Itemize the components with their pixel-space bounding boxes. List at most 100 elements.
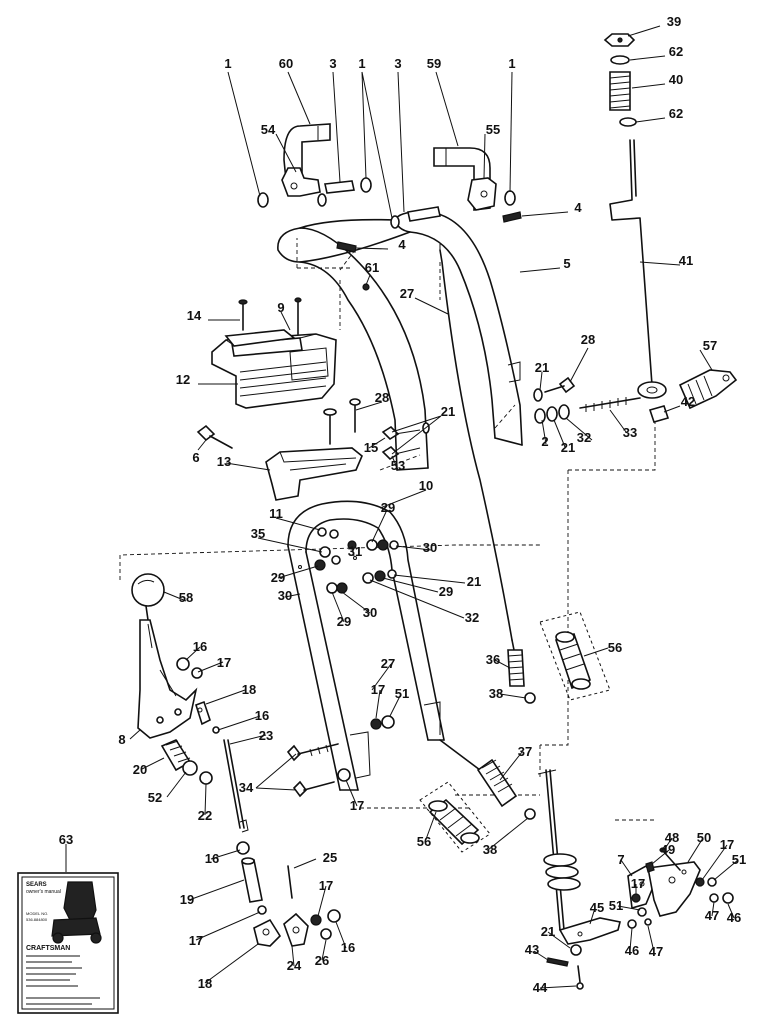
- washer-left-bracket: [317, 193, 327, 207]
- callout-61: 61: [365, 260, 379, 275]
- callout-53: 53: [391, 458, 405, 473]
- handle-grip-57: [678, 369, 738, 410]
- washer-1-right: [504, 190, 516, 206]
- callout-41: 41: [679, 253, 693, 268]
- washer-17-mid: [337, 768, 351, 782]
- spacer-3-left: [324, 180, 355, 194]
- spacer-3-right: [407, 206, 441, 222]
- callout-17: 17: [319, 878, 333, 893]
- callout-59: 59: [427, 56, 441, 71]
- callout-21: 21: [561, 440, 575, 455]
- callout-51: 51: [732, 852, 746, 867]
- manual-title: CRAFTSMAN: [26, 945, 70, 952]
- assembly-guide-lines: [119, 238, 656, 821]
- screw-4-upper: [502, 211, 522, 223]
- callout-29: 29: [381, 500, 395, 515]
- spring-coil-bottom: [543, 853, 581, 891]
- callout-1: 1: [224, 56, 231, 71]
- washer-21-upper: [533, 388, 543, 402]
- washer-21-lower: [570, 944, 582, 956]
- callout-17: 17: [217, 655, 231, 670]
- pin-43: [546, 957, 569, 967]
- callout-29: 29: [439, 584, 453, 599]
- callout-3: 3: [329, 56, 336, 71]
- callout-22: 22: [198, 808, 212, 823]
- callout-39: 39: [667, 14, 681, 29]
- callout-18: 18: [198, 976, 212, 991]
- callout-56: 56: [608, 640, 622, 655]
- washer-17-cable: [370, 718, 382, 730]
- callout-16: 16: [193, 639, 207, 654]
- callout-17: 17: [350, 798, 364, 813]
- washer-62-top: [610, 55, 630, 65]
- callout-58: 58: [179, 590, 193, 605]
- grip-56-right: [539, 611, 611, 701]
- decal-9: [224, 329, 296, 347]
- washer-47-bracket: [644, 918, 652, 926]
- link-18-lower: [253, 918, 282, 947]
- callout-35: 35: [251, 526, 265, 541]
- washer-stack-21-32: [534, 404, 570, 424]
- callout-43: 43: [525, 942, 539, 957]
- manual-model-label: MODEL NO.: [26, 911, 48, 916]
- spring-40: [609, 71, 631, 111]
- nut-46-bracket: [627, 919, 637, 929]
- callout-49: 49: [661, 842, 675, 857]
- callout-5: 5: [563, 256, 570, 271]
- washer-26: [320, 928, 332, 940]
- nut-16-link: [327, 909, 341, 923]
- left-grip-bracket-54: [281, 167, 321, 197]
- manual-subtitle: owner's manual: [26, 889, 61, 895]
- adjuster-33: [579, 397, 641, 412]
- pin-44: [576, 965, 584, 990]
- nut-16-lower: [236, 841, 250, 855]
- grip-56-lower: [419, 781, 491, 853]
- left-grip-60: [283, 123, 331, 181]
- callout-19: 19: [180, 892, 194, 907]
- bolts-34: [286, 743, 339, 798]
- manual-brand: SEARS: [26, 882, 47, 888]
- nut-38-lower: [524, 808, 536, 820]
- callout-15: 15: [364, 440, 378, 455]
- callout-29: 29: [271, 570, 285, 585]
- pin-25: [287, 865, 293, 899]
- callout-52: 52: [148, 790, 162, 805]
- bolt-28-left: [349, 398, 361, 433]
- nut-16-left: [176, 657, 190, 671]
- callout-21: 21: [467, 574, 481, 589]
- hardware-cluster: [298, 527, 399, 594]
- control-lever-8: [137, 605, 198, 739]
- callout-27: 27: [381, 656, 395, 671]
- callout-55: 55: [486, 122, 500, 137]
- callout-17: 17: [631, 876, 645, 891]
- callout-6: 6: [192, 450, 199, 465]
- right-grip-bracket-55: [467, 177, 497, 211]
- link-18-upper: [195, 700, 211, 726]
- lower-handle-10: [287, 500, 445, 791]
- plate-50: [647, 861, 701, 917]
- callout-16: 16: [205, 851, 219, 866]
- callout-30: 30: [278, 588, 292, 603]
- callout-12: 12: [176, 372, 190, 387]
- washer-52: [182, 760, 198, 776]
- callout-37: 37: [518, 744, 532, 759]
- callout-38: 38: [489, 686, 503, 701]
- callout-13: 13: [217, 454, 231, 469]
- shift-rod-41: [609, 139, 667, 399]
- washer-47-right: [709, 893, 719, 903]
- spring-37: [439, 739, 518, 808]
- callout-10: 10: [419, 478, 433, 493]
- callout-17: 17: [189, 933, 203, 948]
- tube-19: [241, 857, 263, 903]
- screws-14: [238, 297, 302, 335]
- callout-18: 18: [242, 682, 256, 697]
- nut-42: [648, 405, 670, 423]
- callout-34: 34: [239, 780, 254, 795]
- callout-46: 46: [727, 910, 741, 925]
- callout-47: 47: [705, 908, 719, 923]
- screw-4-lower: [336, 241, 357, 253]
- callout-51: 51: [609, 898, 623, 913]
- panel-bracket-13: [265, 447, 363, 501]
